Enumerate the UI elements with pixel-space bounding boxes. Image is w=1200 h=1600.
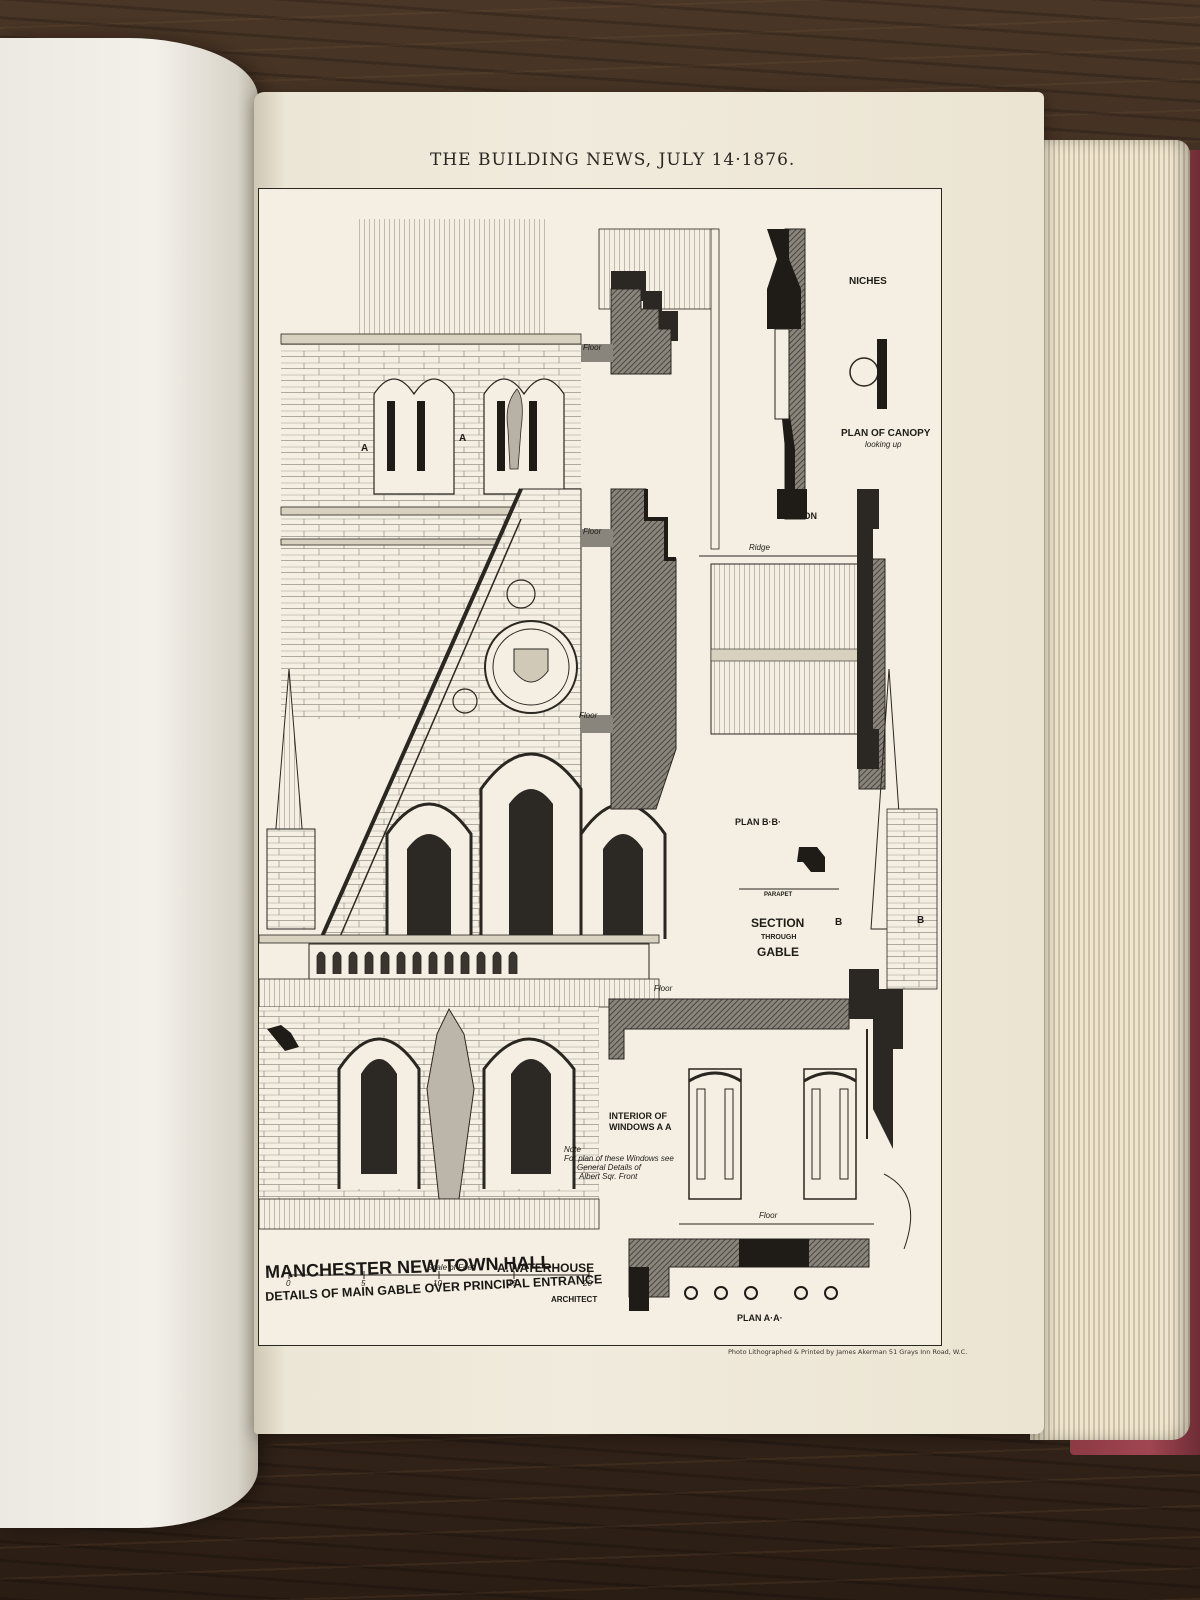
statue-upper <box>506 388 523 470</box>
label-ridge: Ridge <box>749 543 770 552</box>
label-scale-20: 20 <box>583 1279 592 1288</box>
niche-section <box>767 228 887 520</box>
balustrade <box>308 943 650 981</box>
label-windows-aa: WINDOWS A A <box>609 1122 672 1132</box>
label-note-4: Albert Sqr. Front <box>579 1172 638 1181</box>
label-plan-of-canopy: PLAN OF CANOPY <box>841 428 931 439</box>
plate-architect: A.WATERHOUSE <box>497 1261 595 1275</box>
label-floor-2: Floor <box>583 527 602 536</box>
label-floor-3: Floor <box>579 711 598 720</box>
label-plan-bb: PLAN B·B· <box>735 817 781 827</box>
plan-bb-detail <box>797 847 825 872</box>
printer-credit: Photo Lithographed & Printed by James Ak… <box>728 1348 968 1356</box>
gable-coping <box>319 488 523 940</box>
book-page-edges <box>1030 140 1190 1440</box>
journal-header: THE BUILDING NEWS, JULY 14·1876. <box>430 150 796 170</box>
label-scale-10: 10 <box>433 1279 442 1288</box>
label-scale-5: 5 <box>361 1279 366 1288</box>
scale-bar <box>288 1271 590 1279</box>
tower-parapet <box>359 219 549 339</box>
label-scale-of-feet: Scale of Feet <box>427 1263 475 1272</box>
main-arches <box>385 752 667 939</box>
label-note-3: General Details of <box>577 1163 642 1172</box>
architectural-plate: NICHES PLAN OF CANOPY looking up SECTION… <box>258 188 942 1346</box>
label-mark-a-right: A <box>459 433 467 444</box>
label-interior-of: INTERIOR OF <box>609 1111 667 1121</box>
label-mark-a-left: A <box>361 443 369 454</box>
upper-window-left <box>373 378 455 495</box>
label-mark-b-right: B <box>917 915 925 926</box>
section-through-gable <box>581 228 938 1149</box>
label-scale-0: 0 <box>286 1279 291 1288</box>
upper-window-right <box>483 378 565 495</box>
plate-architect-role: ARCHITECT <box>551 1295 598 1304</box>
label-floor-5: Floor <box>759 1211 778 1220</box>
label-niches: NICHES <box>849 276 887 287</box>
lower-windows <box>337 1037 576 1189</box>
label-section-niche: SECTION <box>777 511 818 521</box>
left-blank-page <box>0 38 258 1528</box>
label-note-1: Note <box>564 1145 581 1154</box>
plan-aa <box>628 1238 870 1311</box>
label-floor-1: Floor <box>583 343 602 352</box>
label-scale-15: 15 <box>508 1279 517 1288</box>
interior-windows-aa <box>679 1068 912 1250</box>
label-plan-aa: PLAN A·A· <box>737 1313 783 1323</box>
label-note-2: For plan of these Windows see <box>564 1154 674 1163</box>
label-through: THROUGH <box>761 934 797 941</box>
label-section-title: SECTION <box>751 916 805 930</box>
plan-of-canopy <box>849 357 879 387</box>
label-gable: GABLE <box>757 945 799 959</box>
plate-drawing <box>259 219 938 1311</box>
label-floor-4: Floor <box>654 984 673 993</box>
label-mark-b-left: B <box>835 917 843 928</box>
label-looking-up: looking up <box>865 440 902 449</box>
trefoil-lower <box>452 688 478 714</box>
label-parapet: PARAPET <box>764 892 793 898</box>
trefoil-upper <box>506 579 536 609</box>
